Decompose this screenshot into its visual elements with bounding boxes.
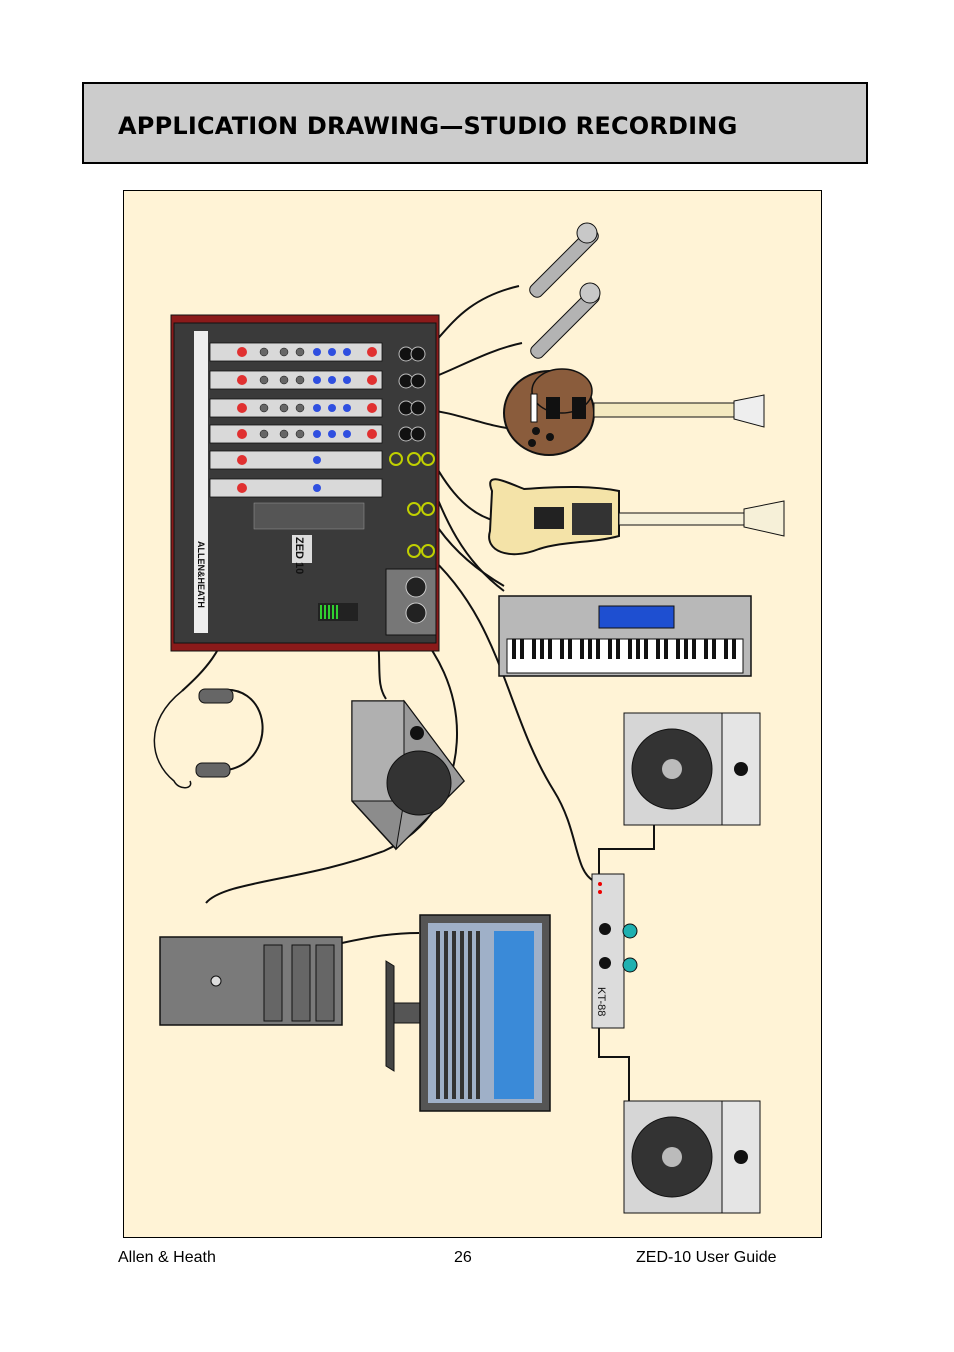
audio-interface: KT-88 bbox=[591, 873, 638, 1029]
studio-monitor bbox=[351, 699, 465, 851]
computer-monitor bbox=[385, 914, 551, 1112]
interface-label: KT-88 bbox=[595, 987, 607, 1016]
cable-interface bbox=[423, 550, 595, 882]
footer-company: Allen & Heath bbox=[118, 1249, 216, 1266]
headphones bbox=[153, 688, 264, 789]
keyboard bbox=[498, 595, 752, 677]
page-title: APPLICATION DRAWING—STUDIO RECORDING bbox=[118, 112, 738, 140]
computer-tower bbox=[159, 936, 343, 1026]
studio-recording-drawing: ALLEN&HEATH ZED 10 bbox=[123, 190, 822, 1238]
speaker-top bbox=[623, 712, 761, 826]
footer-page-number: 26 bbox=[454, 1249, 472, 1266]
speaker-bottom bbox=[623, 1100, 761, 1214]
mixer: ALLEN&HEATH ZED 10 bbox=[170, 314, 440, 652]
mixer-model: ZED 10 bbox=[293, 537, 305, 574]
microphone-2 bbox=[530, 282, 601, 359]
microphone-1 bbox=[529, 222, 599, 298]
bass-guitar bbox=[488, 478, 785, 556]
electric-guitar bbox=[503, 368, 765, 456]
mixer-brand: ALLEN&HEATH bbox=[196, 541, 206, 608]
footer-guide-title: ZED-10 User Guide bbox=[636, 1249, 777, 1266]
cable-pc-monitor bbox=[341, 932, 420, 944]
cable-speaker-bottom bbox=[598, 1027, 630, 1101]
section-header: APPLICATION DRAWING—STUDIO RECORDING bbox=[82, 82, 868, 164]
